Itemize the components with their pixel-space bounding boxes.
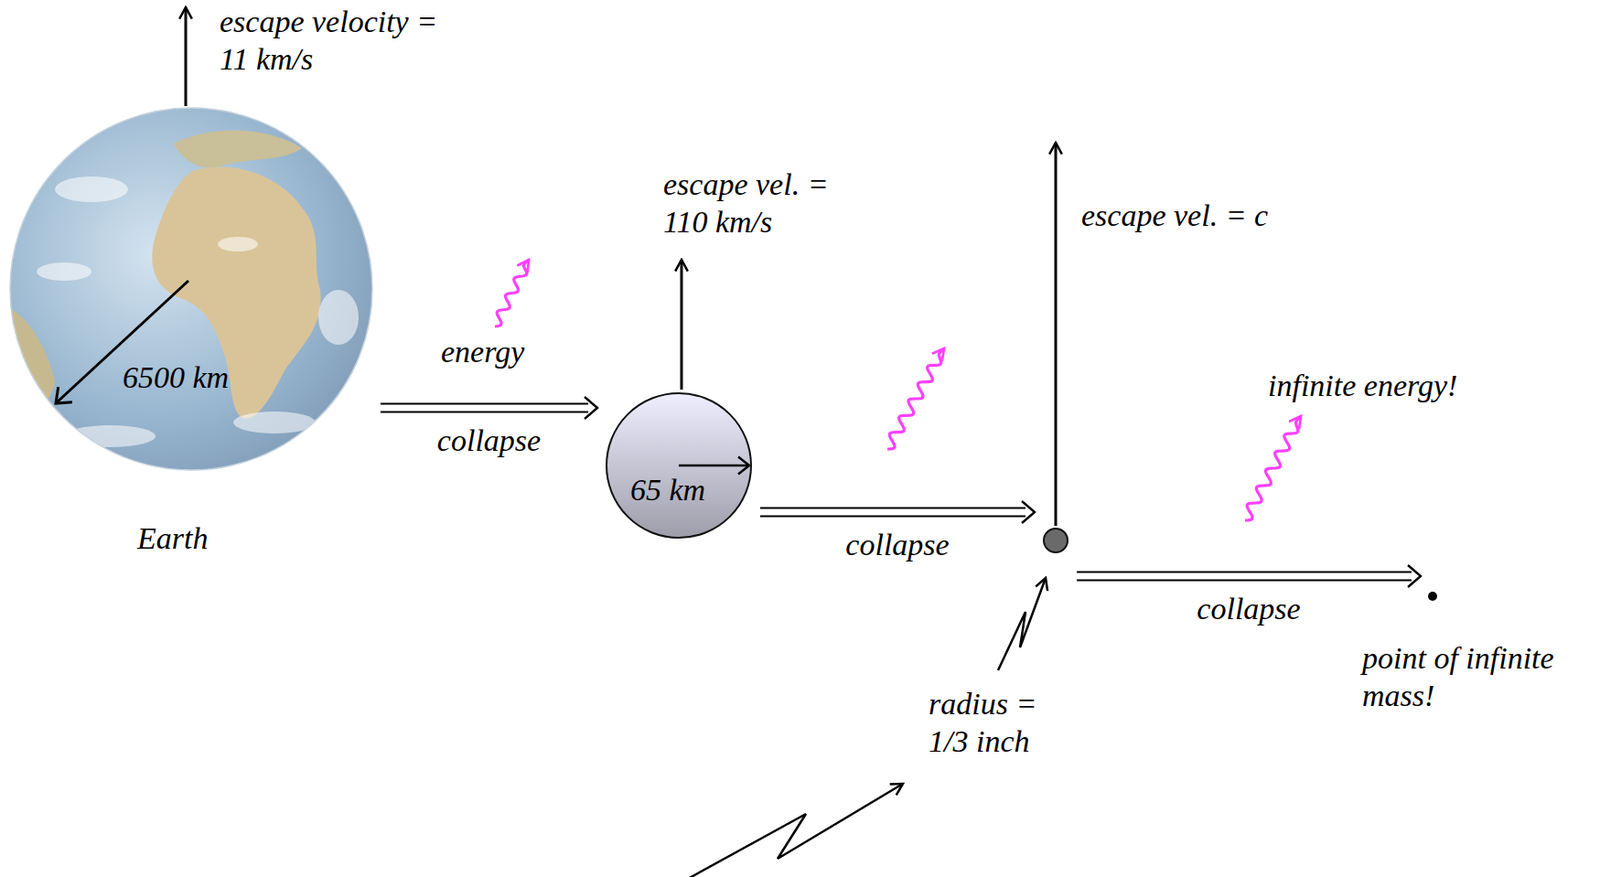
- edge-label: collapse: [435, 422, 543, 461]
- zigzag-leader: [998, 578, 1046, 671]
- escape-velocity-arrow: [1054, 142, 1058, 527]
- globe-rim: [10, 107, 373, 471]
- arrow-shaft: [1076, 579, 1412, 581]
- dot-outline: [1041, 526, 1070, 555]
- escape-velocity-arrow: [680, 259, 684, 390]
- energy-wave: [494, 259, 529, 327]
- radius-arrow-head: [738, 456, 750, 474]
- radius-label: 65 km: [630, 472, 706, 510]
- energy-label: energy: [440, 333, 525, 372]
- continent: [311, 143, 374, 245]
- black-hole-dot: radius = 1/3 inch: [1041, 526, 1070, 555]
- edge-label: collapse: [843, 526, 951, 565]
- energy-wave: [1245, 416, 1301, 521]
- arrow-shaft: [760, 506, 1026, 509]
- collapse-arrow: [380, 397, 598, 419]
- radius-arrow-head: [55, 386, 73, 404]
- arrow-shaft: [380, 410, 589, 413]
- cloud: [217, 236, 258, 252]
- edge-label: collapse: [1194, 590, 1302, 629]
- black-hole-body: [1043, 528, 1068, 553]
- escape-velocity-label: escape velocity = 11 km/s: [219, 3, 456, 79]
- sphere-body: [606, 393, 752, 538]
- sphere-outline: [604, 391, 753, 540]
- arrow-shaft: [760, 515, 1026, 517]
- energy-wave: [887, 348, 945, 450]
- cloud: [64, 425, 156, 448]
- escape-velocity-arrow: [184, 7, 188, 107]
- collapse-arrow: [760, 501, 1035, 524]
- radius-arrow: [678, 464, 750, 468]
- zigzag-leader: [686, 783, 903, 877]
- arrow-shaft: [1076, 570, 1412, 573]
- radius-label: 6500 km: [122, 359, 229, 398]
- escape-velocity-label: escape vel. = 110 km/s: [663, 166, 857, 242]
- earth-globe: 6500 kmEarth: [9, 107, 374, 472]
- point-outline: [1428, 591, 1438, 602]
- singularity-point: point of infinite mass!: [1428, 591, 1438, 602]
- energy-label: infinite energy!: [1267, 367, 1458, 406]
- arrow-shaft: [380, 402, 589, 405]
- cloud: [36, 262, 92, 281]
- collapsed-sphere: 65 km: [604, 391, 753, 540]
- continent: [173, 130, 302, 169]
- radius-label: radius = 1/3 inch: [928, 686, 1063, 762]
- earth-outline: [9, 107, 374, 472]
- point-mass: [1428, 591, 1438, 602]
- cloud: [233, 411, 316, 434]
- cloud: [54, 176, 129, 203]
- collapse-arrow: [1076, 565, 1421, 588]
- continent: [9, 308, 55, 413]
- cloud: [318, 289, 359, 345]
- ocean: [10, 107, 373, 471]
- singularity-label: point of infinite mass!: [1362, 640, 1568, 716]
- arrow-head: [1021, 501, 1035, 524]
- arrow-head: [1407, 565, 1421, 588]
- planet-name: Earth: [137, 520, 208, 559]
- arrow-head: [584, 397, 598, 419]
- escape-velocity-label: escape vel. = c: [1081, 197, 1268, 236]
